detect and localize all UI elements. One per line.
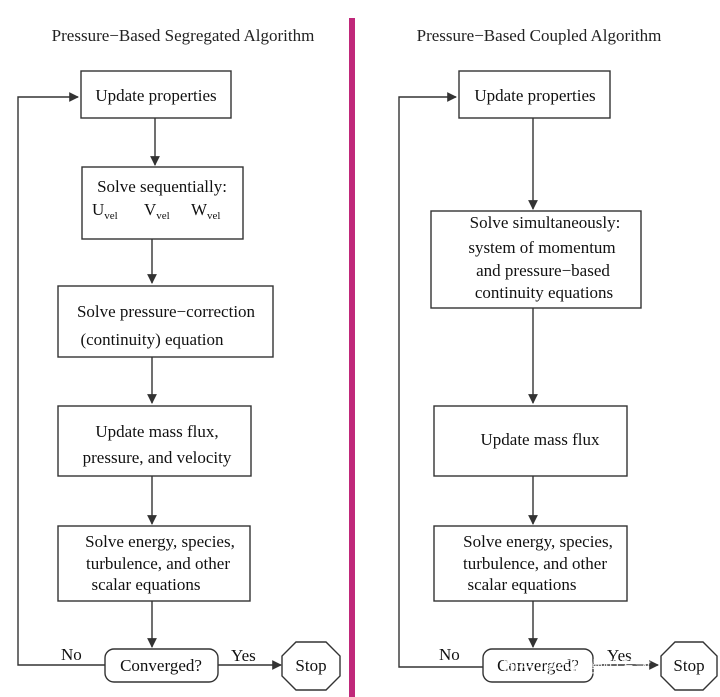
left-velocity-components: Uvel Vvel Wvel — [92, 200, 221, 222]
right-update-properties-box — [458, 70, 611, 119]
left-solve-sequentially-label: Solve sequentially: — [97, 177, 227, 196]
right-no-loop — [398, 92, 483, 668]
left-energy-line3: scalar equations — [91, 575, 200, 594]
right-simul-line3: and pressure−based — [476, 261, 610, 280]
left-converged-label: Converged? — [120, 656, 202, 675]
right-no-label: No — [439, 645, 460, 664]
left-energy-line1: Solve energy, species, — [85, 532, 235, 551]
left-pressure-correction-line1: Solve pressure−correction — [77, 302, 256, 321]
coupled-title: Pressure−Based Coupled Algorithm — [417, 26, 662, 45]
right-converged-label: Converged? — [497, 656, 579, 675]
left-pressure-correction-box — [57, 285, 274, 358]
right-stop-octagon — [660, 641, 718, 691]
right-energy-line2: turbulence, and other — [463, 554, 607, 573]
left-update-properties-box — [80, 70, 232, 119]
left-stop-octagon — [281, 641, 341, 691]
right-energy-line3: scalar equations — [467, 575, 576, 594]
left-solve-sequentially-box — [81, 166, 244, 240]
watermark-text: 知乎 @不怕慢怕发散 — [502, 657, 651, 676]
right-update-mass-flux-box — [433, 405, 628, 477]
right-mass-flux-line1: Update mass flux — [481, 430, 600, 449]
right-yes-label: Yes — [607, 646, 632, 665]
right-simul-line4: continuity equations — [475, 283, 613, 302]
right-stop-label: Stop — [673, 656, 704, 675]
left-stop-label: Stop — [295, 656, 326, 675]
segregated-title: Pressure−Based Segregated Algorithm — [52, 26, 315, 45]
coupled-algorithm-panel: Pressure−Based Coupled Algorithm Update … — [398, 26, 718, 691]
left-solve-energy-box — [57, 525, 251, 602]
left-yes-label: Yes — [231, 646, 256, 665]
right-simul-line1: Solve simultaneously: — [470, 213, 621, 232]
left-no-loop — [17, 92, 105, 666]
segregated-algorithm-panel: Pressure−Based Segregated Algorithm Upda… — [17, 26, 341, 691]
right-simul-line2: system of momentum — [468, 238, 615, 257]
right-solve-energy-box — [433, 525, 628, 602]
right-energy-line1: Solve energy, species, — [463, 532, 613, 551]
left-update-properties-label: Update properties — [95, 86, 216, 105]
left-energy-line2: turbulence, and other — [86, 554, 230, 573]
u-vel-label: Uvel — [92, 200, 118, 222]
v-vel-label: Vvel — [144, 200, 170, 222]
left-pressure-correction-line2: (continuity) equation — [80, 330, 224, 349]
right-update-properties-label: Update properties — [474, 86, 595, 105]
left-mass-flux-line1: Update mass flux, — [95, 422, 218, 441]
left-no-label: No — [61, 645, 82, 664]
w-vel-label: Wvel — [191, 200, 221, 222]
right-solve-simultaneously-box — [430, 210, 642, 309]
left-mass-flux-line2: pressure, and velocity — [83, 448, 232, 467]
left-update-mass-flux-box — [57, 405, 252, 477]
